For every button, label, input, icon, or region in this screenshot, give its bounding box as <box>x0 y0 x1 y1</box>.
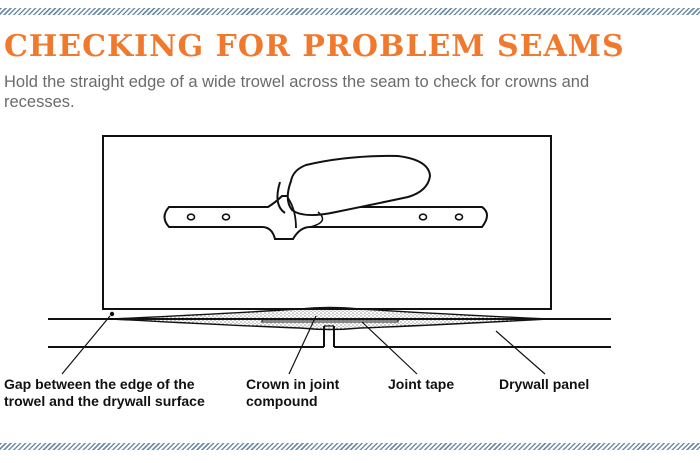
crown-leader-line <box>288 315 317 375</box>
drywall-panel-label: Drywall panel <box>499 376 590 392</box>
instruction-text: Hold the straight edge of a wide trowel … <box>4 73 590 111</box>
gap-marker <box>109 311 115 317</box>
leader-lines <box>61 315 546 375</box>
page-title: CHECKING FOR PROBLEM SEAMS <box>4 29 625 64</box>
bottom-decorative-stripe <box>0 443 700 450</box>
panel-leader-line <box>495 330 546 375</box>
tape-leader-line <box>361 321 418 375</box>
rivet <box>186 213 196 221</box>
joint-tape-label: Joint tape <box>388 376 455 392</box>
trowel-handle-bar <box>163 195 488 240</box>
top-decorative-stripe <box>0 8 700 15</box>
rivet <box>454 213 464 221</box>
rivet <box>221 213 231 221</box>
gap-label: Gap between the edge of the trowel and t… <box>4 376 205 409</box>
trowel-grip <box>276 154 432 229</box>
crown-label: Crown in joint compound <box>246 376 340 409</box>
rivet <box>418 213 428 221</box>
joint-compound-crown <box>111 306 549 331</box>
gap-leader-line <box>61 315 111 375</box>
